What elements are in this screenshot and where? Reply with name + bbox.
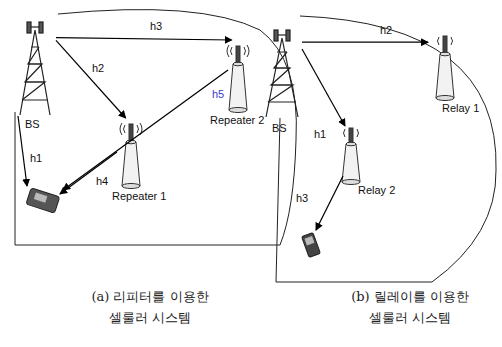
node-label: BS (25, 118, 40, 131)
node-label: Relay 2 (358, 184, 395, 197)
node-icon-box: BS (14, 22, 56, 114)
cell-boundary (15, 10, 296, 245)
channel-label: h1 (314, 128, 326, 141)
mobile-phone (302, 233, 321, 258)
node-label: Repeater 2 (210, 114, 264, 127)
bs-tower (20, 22, 50, 115)
node-icon-box: Repeater 2 (222, 40, 254, 112)
mobile-phone (26, 188, 60, 213)
channel-label: h1 (30, 152, 42, 165)
node-label: BS (272, 122, 287, 135)
relay-mast (436, 36, 454, 101)
radio-link (302, 49, 345, 126)
relay-mast (342, 128, 360, 185)
figure-caption: (a) 리피터를 이용한 셀룰러 시스템 (85, 286, 215, 328)
repeater-mast (227, 45, 249, 113)
repeater-mast (120, 123, 142, 189)
node-icon-box: Relay 1 (428, 32, 458, 100)
radio-link (56, 40, 126, 118)
channel-label: h2 (92, 62, 104, 75)
channel-label: h4 (96, 175, 108, 188)
radio-link (56, 38, 232, 40)
channel-label: h5 (212, 88, 224, 101)
channel-label: h3 (150, 20, 162, 33)
radio-link (302, 42, 428, 43)
node-icon-box: Relay 2 (336, 126, 366, 184)
radio-link (18, 70, 343, 230)
node-icon-box: Repeater 1 (116, 118, 148, 188)
channel-label: h3 (296, 192, 308, 205)
node-label: Repeater 1 (112, 190, 166, 203)
node-label: Relay 1 (442, 102, 479, 115)
figure-caption: (b) 릴레이를 이용한 셀룰러 시스템 (345, 286, 475, 328)
bs-tower (266, 30, 298, 117)
node-icon-box: BS (262, 32, 302, 117)
channel-label: h2 (380, 24, 392, 37)
cell-boundary (276, 16, 496, 282)
